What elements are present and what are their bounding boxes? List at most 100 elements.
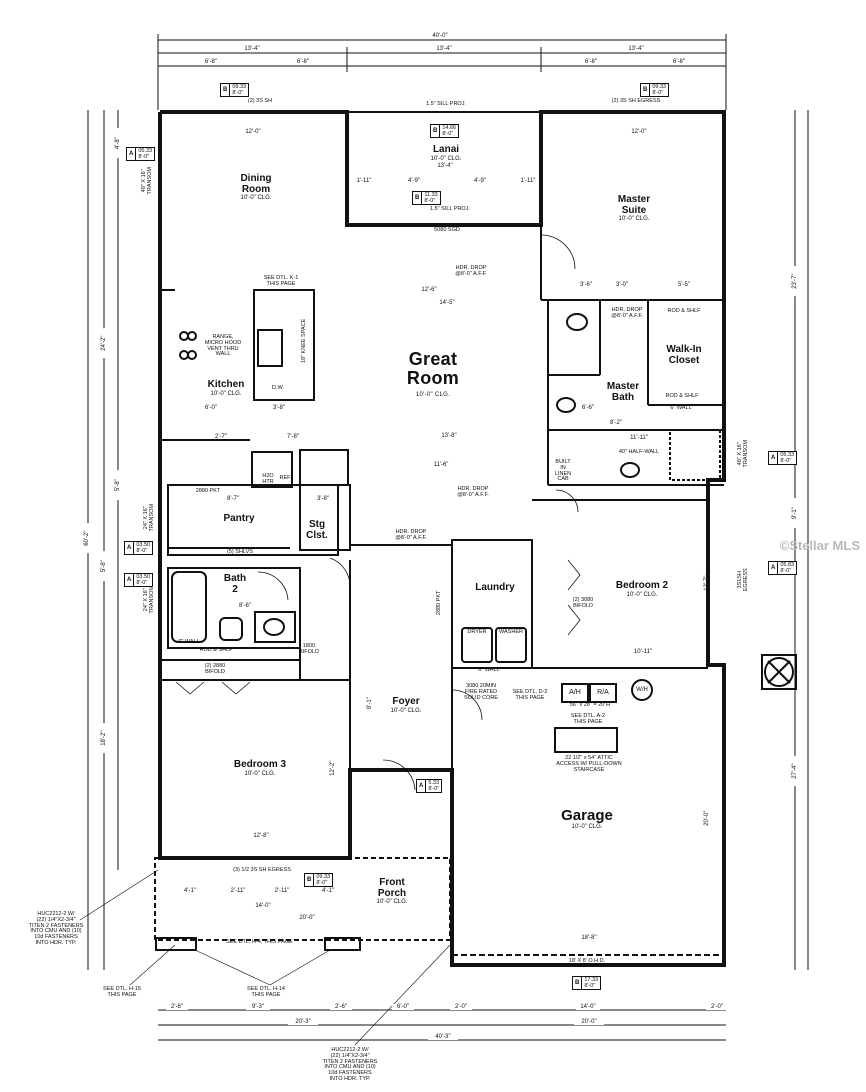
dim-left-c: 18'-2" xyxy=(100,723,108,754)
pantry-outline xyxy=(167,484,339,556)
window-tag-3: B 09.33 8'-0" xyxy=(640,83,670,97)
bathtub xyxy=(171,571,207,643)
dim-bath-width: 8'-6" xyxy=(239,603,251,609)
dim-bot-s5: 14'-0" xyxy=(576,1004,600,1011)
dim-porch-d2: 2'-11" xyxy=(274,888,290,894)
window-tag-7-size: 03.50 8'-0" xyxy=(136,542,151,554)
dim-bot-s4a: 2'-0" xyxy=(450,1004,472,1011)
master-sink-1 xyxy=(556,397,576,413)
room-kitchen-name: Kitchen xyxy=(207,379,245,390)
dim-mb-f: 11'-11" xyxy=(630,435,648,441)
window-tag-8-size: 03.50 8'-0" xyxy=(136,574,151,586)
room-kitchen: Kitchen 10'-0" CLG. xyxy=(200,379,252,397)
note-fire-door: 3080 20MIN FIRE RATED SOLID CORE xyxy=(464,683,498,701)
dim-mb-c: 5'-5" xyxy=(678,282,690,288)
note-see-k1: SEE DTL. K-1 THIS PAGE xyxy=(263,275,299,287)
note-ah-size: 56" x 28" = 20"H xyxy=(569,702,611,708)
note-sill-proj-top: 1.5" SILL PROJ. xyxy=(426,101,466,107)
window-tag-5-size: 11.33 8'-0" xyxy=(424,192,438,204)
room-bedroom2-clg: 10'-0" CLG. xyxy=(626,591,658,598)
room-garage-name: Garage xyxy=(561,807,613,824)
room-walkin-closet: Walk-In Closet xyxy=(660,344,708,366)
leader-huc-bottom xyxy=(354,944,451,1046)
window-tag-4: A 05.33 8'-0" xyxy=(126,147,156,161)
dim-dining-width: 12'-0" xyxy=(245,129,261,135)
room-bath2: Bath 2 xyxy=(215,573,255,595)
note-hdr-drop-2: HDR. DROP @8'-0" A.F.F. xyxy=(611,307,643,319)
note-see-h14: SEE DTL. H-14 THIS PAGE xyxy=(247,986,285,998)
note-six-wall-1: 6" WALL xyxy=(670,405,692,411)
window-tag-9-size: 05.83 8'-0" xyxy=(780,562,795,574)
window-tag-1: B 09.33 8'-0" xyxy=(220,83,250,97)
window-tag-6: A 05.33 8'-0" xyxy=(768,451,798,465)
note-huc-bottom: HUC2212-2 W/ (22) 1/4"X2-3/4" TITEN 2 FA… xyxy=(322,1047,378,1082)
note-rod-shlf-1: ROD & SHLF xyxy=(667,308,701,314)
dim-lanai-width: 13'-4" xyxy=(437,163,453,169)
note-rod-shlf-2: ROD & SHLF xyxy=(665,393,699,399)
note-half-wall: 40" HALF-WALL xyxy=(618,449,660,455)
water-heater-circle xyxy=(631,679,653,701)
dim-great-room-b: 13'-8" xyxy=(441,433,457,439)
note-ra: R/A xyxy=(597,689,609,696)
note-knee-space: 18" KNEE SPACE xyxy=(301,318,308,364)
room-master-bath-name: Master Bath xyxy=(606,381,640,403)
dim-great-room-c: 11'-6" xyxy=(433,462,449,468)
dim-right-b: 9'-1" xyxy=(791,498,799,529)
room-bedroom3-clg: 10'-0" CLG. xyxy=(244,770,276,777)
door-swing-bath2 xyxy=(257,571,289,601)
room-laundry: Laundry xyxy=(470,582,520,594)
note-rod-shlf-3: ROD & SHLF xyxy=(199,647,233,653)
room-kitchen-clg: 10'-0" CLG. xyxy=(210,390,242,397)
note-dryer: DRYER xyxy=(467,629,487,635)
note-transom-right: 48" X 16" TRANSOM xyxy=(737,440,749,468)
window-tag-3-type: B xyxy=(641,84,651,96)
note-transom-left: 48" X 16" TRANSOM xyxy=(141,167,153,195)
note-see-h15: SEE DTL. H-15 THIS PAGE xyxy=(103,986,141,998)
room-lanai-name: Lanai xyxy=(432,144,460,155)
kitchen-sink xyxy=(257,329,283,367)
note-six-wall-2: 6" WALL xyxy=(178,639,200,645)
dim-bot-s3: 6'-0" xyxy=(392,1004,414,1011)
dim-kitchen-a: 6'-0" xyxy=(205,405,217,411)
door-swing-laundry xyxy=(451,689,483,721)
window-tag-10-size: 5.33 8'-0" xyxy=(428,780,440,792)
note-ohd: 18' X 8' O.H.D. xyxy=(568,958,606,964)
dim-bedroom3-height: 12'-2" xyxy=(329,760,336,776)
room-front-porch-name: Front Porch xyxy=(377,877,407,899)
dim-bot-s2: 9'-3" xyxy=(246,1004,270,1011)
window-tag-6-type: A xyxy=(769,452,779,464)
window-tag-4-size: 05.33 8'-0" xyxy=(138,148,153,160)
water-heater-box xyxy=(251,451,293,488)
room-garage: Garage 10'-0" CLG. xyxy=(552,808,622,830)
room-master-suite-name: Master Suite xyxy=(617,194,651,216)
window-tag-4-type: A xyxy=(127,148,137,160)
dim-left-a: 24'-2" xyxy=(100,328,108,359)
dim-bedroom3-width: 12'-8" xyxy=(253,833,269,839)
room-storage: Stg Clst. xyxy=(300,519,334,541)
window-tag-11: B 09.33 8'-0" xyxy=(304,873,334,887)
note-sh-31: 3S1SH EGRESS xyxy=(737,568,749,592)
dim-top-sub-4: 6'-8" xyxy=(664,59,694,66)
room-master-bath: Master Bath xyxy=(600,381,646,403)
storage-outline xyxy=(299,484,351,551)
dim-mb-b: 3'-0" xyxy=(616,282,628,288)
porch-column-r xyxy=(324,937,361,951)
room-bedroom2-name: Bedroom 2 xyxy=(615,580,669,591)
room-dining-name: Dining Room xyxy=(240,173,272,195)
dim-lanai-s1b: 1'-11" xyxy=(520,178,536,184)
watermark: ©Stellar MLS xyxy=(779,538,860,553)
leader-huc-left xyxy=(79,869,159,921)
dim-porch-b: 20'-0" xyxy=(299,915,315,921)
dim-garage-width: 18'-8" xyxy=(581,935,597,941)
room-front-porch: Front Porch 10'-0" CLG. xyxy=(370,877,414,905)
window-tag-12: B 17.33 8'-0" xyxy=(572,976,602,990)
porch-column-l xyxy=(155,937,197,951)
dim-right-a: 23'-7" xyxy=(791,266,799,297)
note-hdr-drop-4: HDR. DROP @8'-0" A.F.F. xyxy=(395,529,427,541)
window-tag-7-type: A xyxy=(125,542,135,554)
dim-mb-e: 8'-2" xyxy=(610,420,622,426)
note-sill-proj-lanai: 1.5" SILL PROJ. xyxy=(430,206,470,212)
room-walkin-name: Walk-In Closet xyxy=(666,344,702,366)
note-sh-right: (2) 3S SH EGRESS xyxy=(611,98,661,104)
dim-lanai-s2b: 4'-9" xyxy=(474,178,486,184)
